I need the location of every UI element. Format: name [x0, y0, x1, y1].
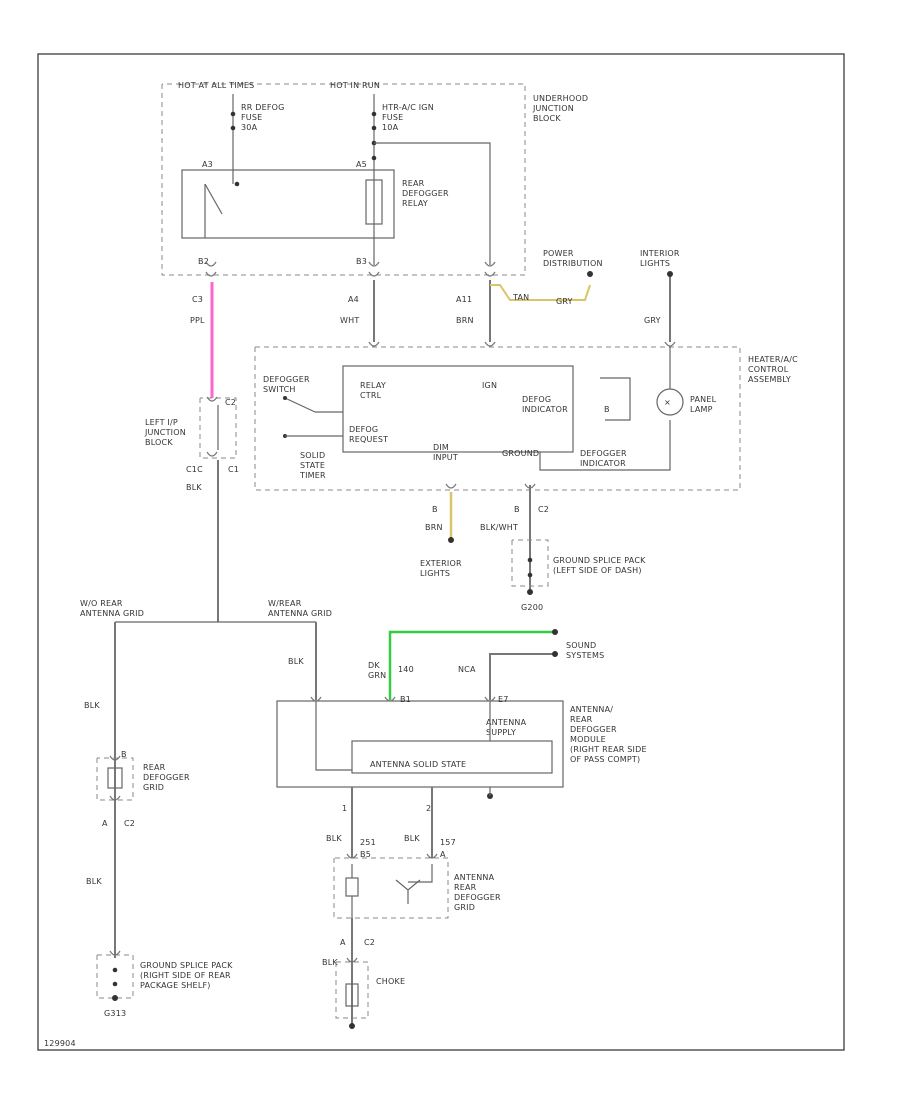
pin-b5: B5 — [360, 850, 371, 859]
label-ground-splice-left: GROUND SPLICE PACK(LEFT SIDE OF DASH) — [553, 556, 646, 575]
wire-label-ppl: PPL — [190, 316, 205, 325]
pin-b2: B2 — [198, 257, 209, 266]
wire-label-blk-left: BLK — [186, 483, 202, 492]
wire-label-gry-top: GRY — [556, 297, 573, 306]
label-antenna-solid-state: ANTENNA SOLID STATE — [370, 760, 466, 769]
pin-e7: E7 — [498, 695, 509, 704]
wire-label-tan: TAN — [512, 293, 529, 302]
wire-label-blk-wht: BLK/WHT — [480, 523, 518, 532]
conn-c2-bot: C2 — [364, 938, 375, 947]
diagram-frame — [37, 53, 845, 1051]
wire-label-blk-wo: BLK — [84, 701, 100, 710]
wire-label-blk-b: BLK — [404, 834, 420, 843]
wire-dk-grn — [388, 630, 555, 700]
wire-tan — [490, 284, 591, 301]
label-g200: G200 — [521, 603, 543, 612]
pin-b-left: B — [432, 505, 438, 514]
wire-label-wht: WHT — [340, 316, 359, 325]
wire-label-nca: NCA — [458, 665, 476, 674]
conn-c2-left: C2 — [225, 398, 236, 407]
wire-label-brn-bottom: BRN — [425, 523, 443, 532]
wire-label-brn: BRN — [456, 316, 474, 325]
wire-label-gry: GRY — [644, 316, 661, 325]
label-ground: GROUND — [502, 449, 539, 458]
pin-a3: A3 — [202, 160, 213, 169]
pin-a11: A11 — [456, 295, 472, 304]
figure-id: 129904 — [44, 1039, 76, 1048]
pin-a-bot: A — [340, 938, 346, 947]
pin-a4: A4 — [348, 295, 359, 304]
pin-b-grid: B — [121, 750, 127, 759]
wire-label-blk-wo2: BLK — [86, 877, 102, 886]
pin-a5: A5 — [356, 160, 367, 169]
svg-text:⨯: ⨯ — [664, 398, 671, 407]
conn-c1-left: C1 — [228, 465, 239, 474]
pin-b3: B3 — [356, 257, 367, 266]
pin-b1: B1 — [400, 695, 411, 704]
pin-140: 140 — [398, 665, 414, 674]
label-ign: IGN — [482, 381, 497, 390]
label-n1: 1 — [342, 804, 347, 813]
conn-c3-top: C3 — [192, 295, 203, 304]
label-choke: CHOKE — [376, 977, 405, 986]
label-hot-timer: HOT AT ALL TIMES — [178, 81, 254, 90]
pin-a: A — [440, 850, 446, 859]
svg-text:B: B — [604, 405, 610, 414]
wire-label-blk-a: BLK — [326, 834, 342, 843]
pin-a-wo: A — [102, 819, 108, 828]
pin-b-right: B — [514, 505, 520, 514]
conn-c2-right: C2 — [538, 505, 549, 514]
label-g313: G313 — [104, 1009, 126, 1018]
label-n2: 2 — [426, 804, 431, 813]
pin-c1c: C1C — [186, 465, 203, 474]
pin-251: 251 — [360, 838, 376, 847]
conn-c2-wo: C2 — [124, 819, 135, 828]
wire-label-blk-bot: BLK — [322, 958, 338, 967]
wire-label-blk-ant: BLK — [288, 657, 304, 666]
antenna-icon — [395, 879, 421, 904]
pin-157: 157 — [440, 838, 456, 847]
label-hot-run: HOT IN RUN — [330, 81, 380, 90]
